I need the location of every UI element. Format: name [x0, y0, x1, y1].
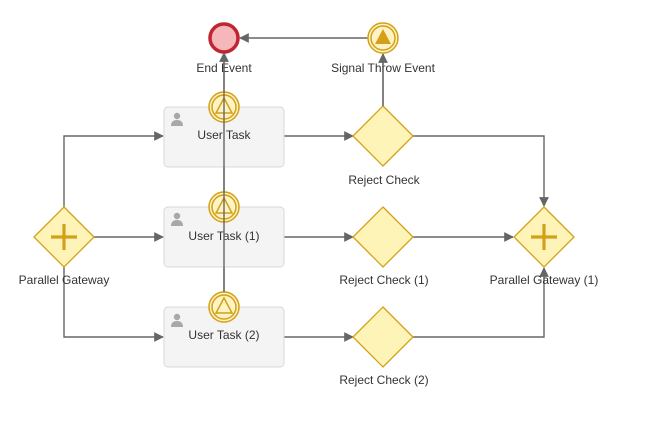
plus-icon: [51, 224, 77, 250]
parallel-gateway-1-label: Parallel Gateway (1): [490, 273, 599, 287]
flow-gateway-to-user-task[interactable]: [63, 131, 164, 207]
reject-check-1-label: Reject Check (1): [339, 273, 428, 287]
sequence-flows: [63, 33, 549, 342]
signal-icon: [214, 296, 234, 314]
flow-reject-check-2-to-parallel-gateway-1[interactable]: [413, 267, 549, 338]
parallel-gateway-label: Parallel Gateway: [19, 273, 110, 287]
parallel-gateway-1[interactable]: [513, 206, 575, 268]
signal-filled-icon: [375, 29, 391, 44]
flow-gateway-to-user-task-2[interactable]: [63, 267, 164, 342]
user-icon: [171, 313, 183, 327]
reject-check-2-gateway[interactable]: [352, 306, 414, 368]
reject-check-gateway[interactable]: [352, 105, 414, 167]
user-task-2[interactable]: [163, 306, 285, 368]
user-icon: [171, 112, 183, 126]
reject-check-1-gateway[interactable]: [352, 206, 414, 268]
signal-throw-event[interactable]: [367, 22, 399, 54]
plus-icon: [531, 224, 557, 250]
boundary-signal-event-2[interactable]: [208, 291, 240, 323]
end-event[interactable]: [208, 22, 240, 54]
flow-reject-check-to-parallel-gateway-1[interactable]: [413, 135, 549, 207]
user-task-2-label: User Task (2): [188, 328, 259, 342]
parallel-gateway[interactable]: [33, 206, 95, 268]
reject-check-label: Reject Check: [348, 173, 420, 187]
user-icon: [171, 212, 183, 226]
reject-check-2-label: Reject Check (2): [339, 373, 428, 387]
